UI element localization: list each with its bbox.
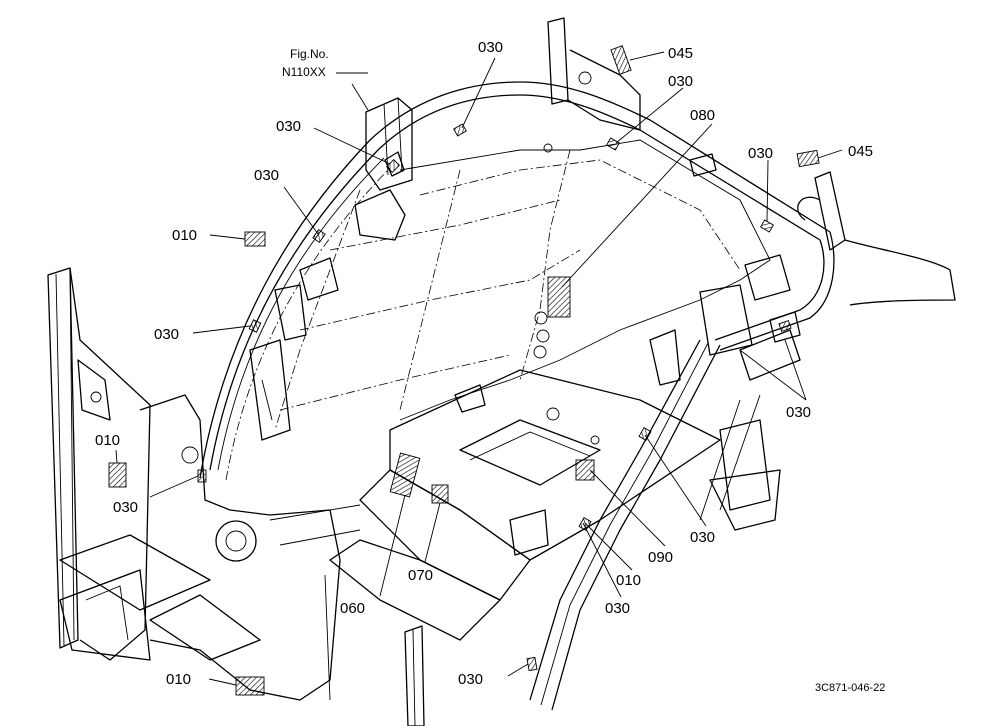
callout-070: 070 <box>408 567 433 584</box>
callout-080: 080 <box>690 107 715 124</box>
label-030 <box>526 656 538 672</box>
callout-030: 030 <box>276 118 301 135</box>
label-030 <box>385 158 401 174</box>
label-090 <box>575 459 595 481</box>
drawing-code: 3C871-046-22 <box>815 682 885 694</box>
callout-030: 030 <box>254 167 279 184</box>
callout-030: 030 <box>748 145 773 162</box>
label-010-bottom <box>235 676 265 696</box>
label-030 <box>606 137 620 151</box>
callout-010: 010 <box>172 227 197 244</box>
callout-030: 030 <box>605 600 630 617</box>
callout-030: 030 <box>478 39 503 56</box>
callout-030: 030 <box>154 326 179 343</box>
label-010-left <box>244 231 266 247</box>
callout-030: 030 <box>668 73 693 90</box>
callout-090: 090 <box>648 549 673 566</box>
cab-frame-artwork <box>47 17 956 726</box>
label-030 <box>760 219 774 233</box>
fig-no-label: Fig.No. <box>290 47 329 61</box>
label-030 <box>312 228 326 244</box>
callout-labels: Fig.No. N110XX 030 045 030 080 030 030 0… <box>95 39 885 694</box>
callout-030: 030 <box>113 499 138 516</box>
callout-045: 045 <box>668 45 693 62</box>
label-030 <box>453 123 467 137</box>
callout-030: 030 <box>786 404 811 421</box>
callout-010: 010 <box>166 671 191 688</box>
label-045-top <box>610 45 632 75</box>
label-070 <box>431 484 449 504</box>
callout-010: 010 <box>95 432 120 449</box>
callout-045: 045 <box>848 143 873 160</box>
label-030 <box>778 319 792 333</box>
leader-lines <box>115 51 843 686</box>
label-030 <box>197 469 207 483</box>
label-060 <box>389 452 421 498</box>
label-030 <box>248 319 262 333</box>
label-045-right <box>796 149 820 168</box>
callout-030: 030 <box>690 529 715 546</box>
callout-010: 010 <box>616 572 641 589</box>
label-030 <box>638 427 652 441</box>
label-010-mid-left <box>108 462 127 488</box>
callout-060: 060 <box>340 600 365 617</box>
callout-030: 030 <box>458 671 483 688</box>
label-030 <box>578 517 592 531</box>
label-parts <box>108 45 820 696</box>
fig-no-number: N110XX <box>282 65 326 79</box>
label-080 <box>547 276 571 318</box>
